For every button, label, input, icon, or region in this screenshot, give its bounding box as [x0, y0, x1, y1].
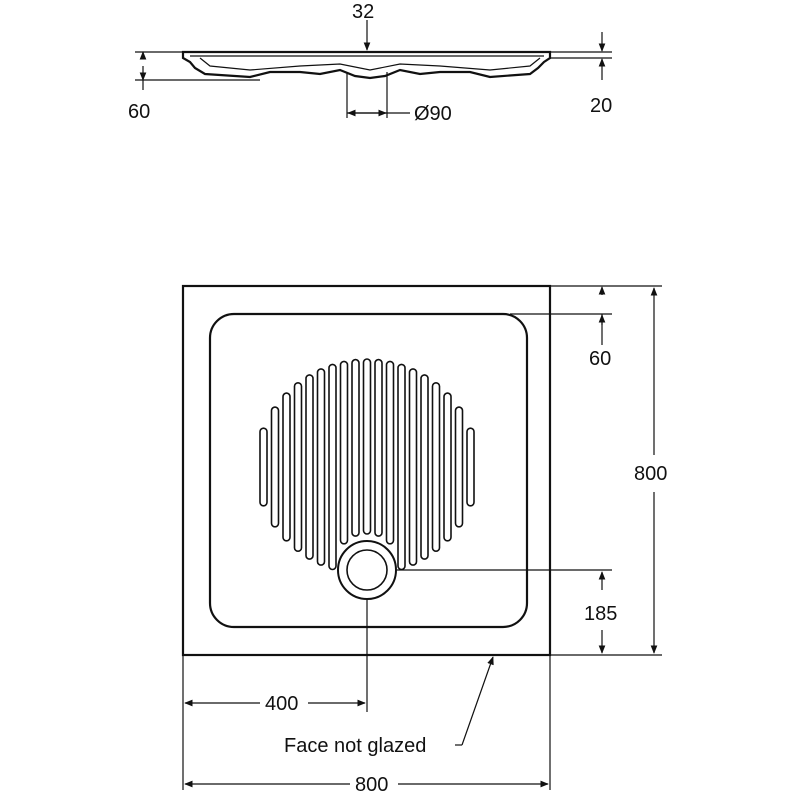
anti-slip-ribs — [259, 358, 475, 571]
leader-arrow — [461, 656, 494, 746]
anti-slip-rib — [270, 406, 280, 528]
tray-section-inner — [190, 55, 544, 71]
anti-slip-rib — [408, 368, 418, 566]
anti-slip-rib — [351, 358, 360, 537]
anti-slip-rib — [431, 381, 441, 552]
anti-slip-rib — [374, 358, 383, 537]
face-not-glazed-note: Face not glazed — [284, 735, 426, 757]
rim-height-label: 20 — [590, 95, 612, 117]
anti-slip-rib — [316, 368, 326, 566]
anti-slip-rib — [397, 363, 406, 571]
section-view: 60 32 Ø90 20 — [128, 1, 612, 125]
inner-offset-label: 60 — [589, 348, 611, 370]
tray-inner-basin — [208, 312, 529, 629]
anti-slip-rib — [293, 381, 303, 552]
drain-from-side-label: 400 — [265, 693, 298, 715]
anti-slip-rib — [420, 374, 429, 560]
anti-slip-rib — [328, 363, 337, 571]
drain-from-front-label: 185 — [584, 603, 617, 625]
anti-slip-rib — [385, 360, 395, 545]
anti-slip-rib — [454, 406, 464, 528]
anti-slip-rib — [362, 358, 372, 535]
depth-label: 800 — [634, 463, 667, 485]
width-label: 800 — [355, 774, 388, 796]
anti-slip-rib — [443, 392, 452, 542]
drain-offset-label: 32 — [352, 1, 374, 23]
tray-height-label: 60 — [128, 101, 150, 123]
anti-slip-rib — [466, 427, 475, 507]
anti-slip-rib — [259, 427, 268, 507]
tray-section-profile — [181, 50, 552, 80]
anti-slip-rib — [282, 392, 291, 542]
drain-inner-ring — [346, 549, 388, 591]
anti-slip-rib — [305, 374, 314, 560]
drain-diameter-label: Ø90 — [414, 103, 452, 125]
plan-view: 60 800 185 400 800 Face not glazed — [181, 284, 667, 796]
anti-slip-rib — [339, 360, 349, 545]
